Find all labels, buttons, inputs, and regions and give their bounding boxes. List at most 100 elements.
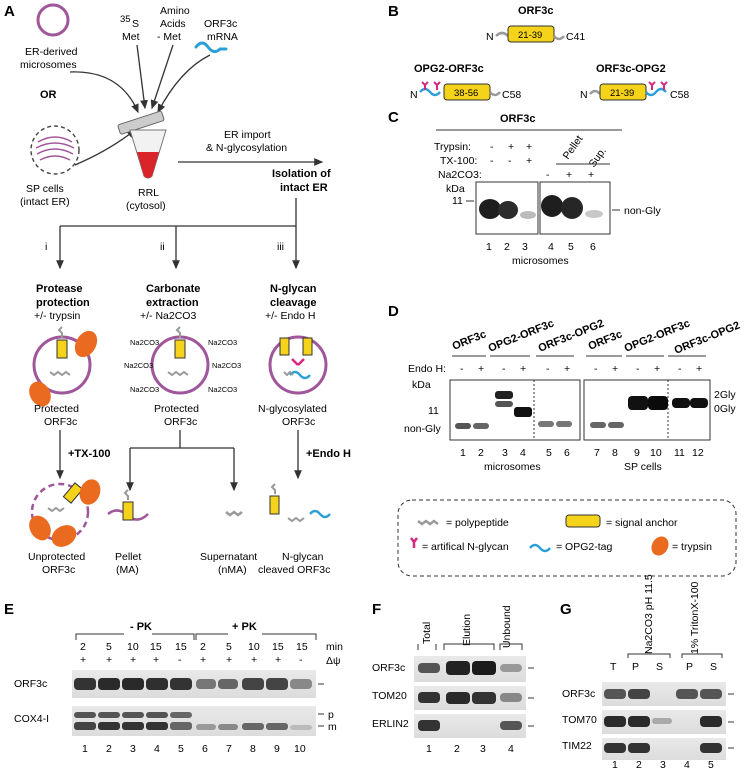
c-sign: + [508,141,514,153]
lane-number: 4 [548,241,554,253]
d-sign: - [546,363,550,375]
met-superscript: 35 [120,14,131,25]
d-mw: 11 [428,405,439,417]
e-dpsi-values: + + + + - + + + + - [80,654,303,666]
e-p-label: p [328,709,334,721]
band-f [446,661,470,675]
c-sign: - [490,141,494,153]
amino-label-1: Amino [160,5,190,17]
e-min: 5 [106,641,112,653]
e-dpsi: - [299,654,303,666]
band-e [146,722,168,730]
e-min: 15 [272,641,284,653]
branch-iii: iii [277,241,284,253]
g-row-tom70: TOM70 [562,714,597,726]
na2co3-5: Na2CO3 [130,385,159,394]
lane-number: 1 [486,241,492,253]
d-sign: - [460,363,464,375]
d-sign: + [478,363,484,375]
c-mw: 11 [452,195,463,207]
g-row-tim22: TIM22 [562,740,592,752]
e-min-label: min [326,641,343,653]
band-e [170,722,192,730]
d-sign: + [564,363,570,375]
d-sign: - [502,363,506,375]
band-d [672,398,690,408]
d-group: ORF3c [451,328,488,352]
branch-i: i [45,241,47,253]
band-d [556,421,572,427]
lane-number: 5 [546,447,552,459]
construct-orf3c-title: ORF3c [518,5,553,17]
er-network-icon [35,136,75,161]
lane-number: 3 [522,241,528,253]
d-sign: - [678,363,682,375]
lane-number: 1 [612,759,618,770]
branch-i-end-1: Unprotected [28,551,85,563]
branch-iii-mid-2: ORF3c [282,416,315,428]
import-label-1: ER import [224,129,271,141]
e-dpsi: - [178,654,182,666]
panel-label-d: D [388,303,399,320]
na2co3-6: Na2CO3 [208,385,237,394]
panel-c-signs: - + + - - + - + + [490,141,594,181]
g-row-orf3c: ORF3c [562,688,595,700]
panel-label-e: E [4,601,14,618]
lane-number: 3 [502,447,508,459]
e-dpsi: + [200,654,206,666]
band-e [218,724,238,730]
branch-ii: ii [160,241,165,253]
band-d [473,423,489,429]
carbonate-vesicle [150,326,210,395]
c-sign: + [526,155,532,167]
panel-f: F Total Elution Unbound ORF3c TOM20 ERLI… [372,601,534,755]
construct-orf3c-opg2-n: N [580,89,588,101]
e-m-label: m [328,721,337,733]
panel-d: D ORF3c OPG2-ORF3c ORF3c-OPG2 ORF3c OPG2… [388,303,742,473]
f-col-elution: Elution [461,614,473,646]
e-dpsi: + [130,654,136,666]
d-sign: + [696,363,702,375]
d-sign: - [636,363,640,375]
band-c [561,197,583,219]
band-d [455,423,471,429]
band-g [628,716,650,727]
trypsin-icon [651,536,669,556]
f-row-orf3c: ORF3c [372,662,405,674]
or-label: OR [40,89,57,101]
branch-i-step: +TX-100 [68,448,111,460]
arrow-microsomes [69,71,139,114]
panel-label-a: A [4,3,15,20]
isolation-label-1: Isolation of [272,168,331,180]
endo-label: Endo H: [408,363,446,375]
band-d [690,398,708,408]
d-endo-signs: - + - + - + - + - + - + [460,363,702,375]
sp-label-1: SP cells [26,183,64,195]
band-e [196,724,216,730]
lane-number: 10 [294,743,306,755]
band-c [520,211,536,219]
c-sign: + [588,169,594,181]
cleaved-icon [269,483,331,523]
branch-iii-title-2: cleavage [270,297,316,309]
panel-label-g: G [560,601,572,618]
band-d [608,422,624,428]
band-e [242,678,264,690]
band-g [628,689,650,699]
panel-g: G Na2CO3 pH 11.5 1% TritonX-100 T P S P … [560,574,734,771]
construct-orf3c-range: 21-39 [518,30,542,41]
band-e [74,722,96,730]
branch-iii-end-1: N-glycan [282,551,324,563]
tx100-label: TX-100: [440,155,477,167]
lane-number: 1 [460,447,466,459]
legend-anchor: = signal anchor [606,517,678,529]
e-min: 2 [200,641,206,653]
mrna-label-2: mRNA [207,31,238,43]
legend: = polypeptide = signal anchor = artifica… [397,499,737,577]
sup-header: Sup. [587,145,609,170]
band-e [266,678,288,690]
e-dpsi: + [251,654,257,666]
d-group-headers: ORF3c OPG2-ORF3c ORF3c-OPG2 ORF3c OPG2-O… [451,318,742,357]
na2co3-label: Na2CO3: [438,169,482,181]
band-g [676,689,698,699]
